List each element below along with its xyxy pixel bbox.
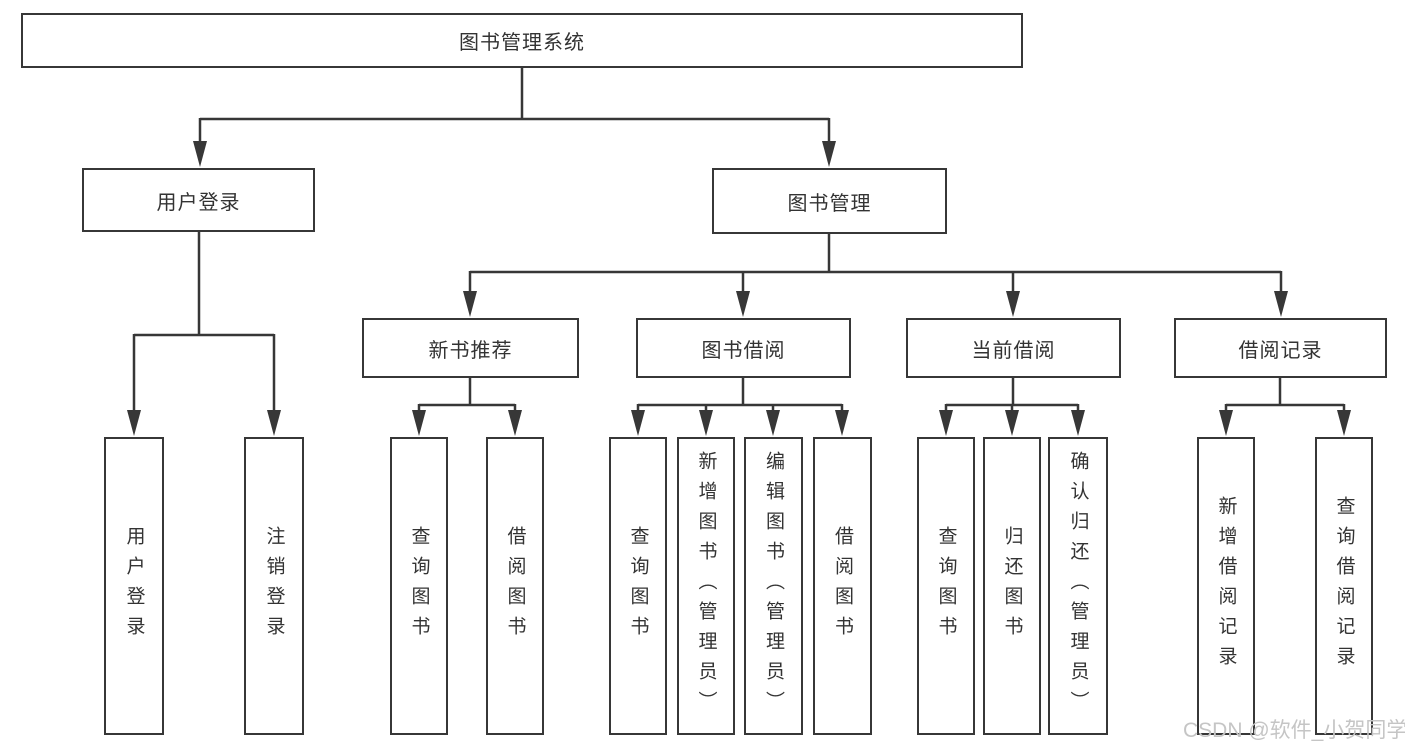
node-label: 注销登录 xyxy=(263,526,285,646)
arrowhead xyxy=(1219,410,1233,436)
arrowhead xyxy=(631,410,645,436)
node-label: 归还图书 xyxy=(1001,526,1023,646)
arrowhead xyxy=(766,410,780,436)
leaf-br-query-record: 查询借阅记录 xyxy=(1315,437,1373,735)
node-label: 查询借阅记录 xyxy=(1333,496,1355,676)
arrowhead xyxy=(835,410,849,436)
leaf-bb-add-books-admin: 新增图书（管理员） xyxy=(677,437,735,735)
arrowhead xyxy=(127,410,141,436)
node-label: 新增借阅记录 xyxy=(1215,496,1237,676)
node-label: 借阅图书 xyxy=(504,526,526,646)
node-label: 确认归还（管理员） xyxy=(1067,451,1089,721)
leaf-cb-query-books: 查询图书 xyxy=(917,437,975,735)
arrowhead xyxy=(267,410,281,436)
arrowhead xyxy=(508,410,522,436)
arrowhead xyxy=(1005,410,1019,436)
watermark: CSDN @软件_小贺同学 xyxy=(1183,719,1405,742)
leaf-nbr-query-books: 查询图书 xyxy=(390,437,448,735)
arrowhead xyxy=(699,410,713,436)
node-borrow-records: 借阅记录 xyxy=(1174,318,1387,378)
arrowhead xyxy=(193,141,207,167)
node-user-login: 用户登录 xyxy=(82,168,315,232)
arrowhead xyxy=(939,410,953,436)
arrowhead xyxy=(736,291,750,317)
node-label: 用户登录 xyxy=(156,191,241,214)
arrowhead xyxy=(1337,410,1351,436)
node-label: 借阅记录 xyxy=(1238,339,1323,362)
arrowhead xyxy=(412,410,426,436)
arrowhead xyxy=(1006,291,1020,317)
node-label: 用户登录 xyxy=(123,526,145,646)
leaf-cb-confirm-return-admin: 确认归还（管理员） xyxy=(1048,437,1108,735)
node-current-borrow: 当前借阅 xyxy=(906,318,1121,378)
leaf-bb-query-books: 查询图书 xyxy=(609,437,667,735)
node-book-borrow: 图书借阅 xyxy=(636,318,851,378)
leaf-nbr-borrow-books: 借阅图书 xyxy=(486,437,544,735)
node-label: 编辑图书（管理员） xyxy=(763,451,784,721)
arrowhead xyxy=(1274,291,1288,317)
arrowhead xyxy=(822,141,836,167)
node-label: 新书推荐 xyxy=(428,339,513,362)
node-root: 图书管理系统 xyxy=(21,13,1023,68)
leaf-logout: 注销登录 xyxy=(244,437,304,735)
arrowhead xyxy=(463,291,477,317)
node-label: 新增图书（管理员） xyxy=(695,451,717,721)
leaf-user-login: 用户登录 xyxy=(104,437,164,735)
node-label: 查询图书 xyxy=(408,526,430,646)
node-new-book-recommend: 新书推荐 xyxy=(362,318,579,378)
node-label: 查询图书 xyxy=(935,526,957,646)
node-label: 图书借阅 xyxy=(701,339,786,362)
leaf-bb-edit-books-admin: 编辑图书（管理员） xyxy=(744,437,803,735)
leaf-cb-return-books: 归还图书 xyxy=(983,437,1041,735)
node-book-management: 图书管理 xyxy=(712,168,947,234)
arrowhead xyxy=(1071,410,1085,436)
node-label: 图书管理系统 xyxy=(459,32,585,54)
node-label: 当前借阅 xyxy=(971,339,1056,362)
leaf-bb-borrow-books: 借阅图书 xyxy=(813,437,872,735)
arrowheads xyxy=(127,141,1351,436)
leaf-br-add-record: 新增借阅记录 xyxy=(1197,437,1255,735)
node-label: 查询图书 xyxy=(627,526,649,646)
node-label: 借阅图书 xyxy=(832,526,853,646)
node-label: 图书管理 xyxy=(787,192,872,215)
